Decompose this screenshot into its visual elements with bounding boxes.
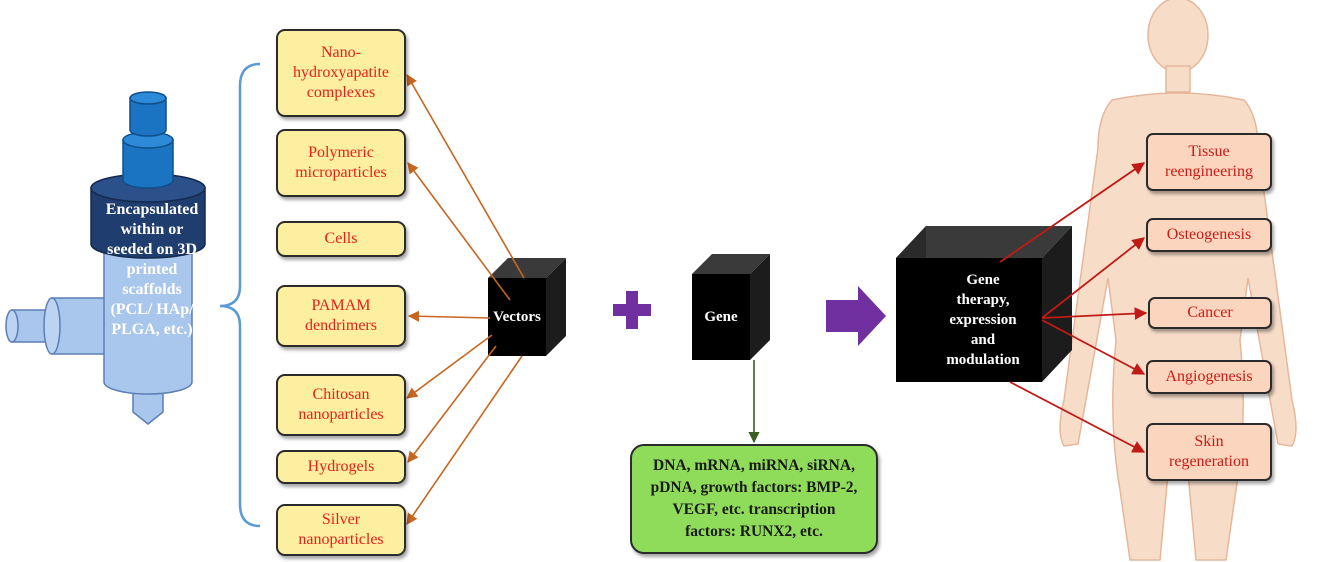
- arrow-to-angiogenesis: [1041, 319, 1146, 375]
- outcome-box-tissue: Tissue reengineering: [1146, 133, 1272, 191]
- outcome-box-label: Skin: [1194, 433, 1224, 450]
- outcome-box-label: regeneration: [1169, 453, 1249, 470]
- vector-box-cells: Cells: [276, 221, 406, 257]
- vector-box-chitosan: Chitosan nanoparticles: [276, 374, 406, 436]
- right-arrow-icon: [826, 286, 886, 346]
- vector-box-label: Silver: [321, 511, 361, 528]
- vector-box-label: nanoparticles: [298, 531, 384, 548]
- vectors-cube-icon: [488, 258, 566, 356]
- outcome-box-label: Cancer: [1187, 304, 1233, 321]
- gene-types-line: factors: RUNX2, etc.: [685, 523, 823, 540]
- plus-icon: [613, 291, 651, 329]
- outcome-box-cancer: Cancer: [1148, 297, 1272, 329]
- grouping-bracket: [219, 62, 261, 528]
- gene-types-line: pDNA, growth factors: BMP-2,: [650, 479, 858, 496]
- vector-arrows: [406, 74, 525, 525]
- arrow-to-cancer: [1041, 307, 1148, 320]
- scaffold-label-line: (PCL/ HAp/: [110, 301, 194, 318]
- scaffold-label-line: PLGA, etc.): [111, 321, 193, 338]
- vector-box-hydrogels: Hydrogels: [276, 450, 406, 484]
- scaffold-label-line: printed: [126, 261, 178, 278]
- scaffold-cylinder-icon: [5, 91, 206, 425]
- outcome-box-label: Osteogenesis: [1166, 226, 1252, 243]
- vector-box-nano-hap: Nano- hydroxyapatite complexes: [276, 29, 406, 117]
- gene-cube-icon: [692, 254, 770, 360]
- vector-box-label: Nano-: [321, 44, 361, 61]
- outcome-box-osteogenesis: Osteogenesis: [1146, 218, 1272, 252]
- vectors-cube-label: Vectors: [493, 309, 541, 325]
- scaffold-label: Encapsulated within or seeded on 3D prin…: [92, 200, 212, 340]
- gene-types-line: VEGF, etc. transcription: [672, 501, 836, 518]
- gene-types-line: DNA, mRNA, miRNA, siRNA,: [653, 457, 855, 474]
- vector-box-label: Chitosan: [312, 386, 370, 403]
- outcome-box-skin: Skin regeneration: [1146, 423, 1272, 481]
- therapy-cube-label-line: expression: [949, 312, 1017, 328]
- scaffold-label-line: within or: [120, 221, 184, 238]
- arrow-to-silver: [406, 355, 523, 525]
- arrow-to-tissue: [999, 162, 1146, 263]
- vector-box-label: hydroxyapatite: [293, 64, 389, 81]
- vector-box-label: Cells: [324, 230, 358, 247]
- arrow-to-skin: [1009, 381, 1146, 453]
- vector-box-label: dendrimers: [305, 317, 377, 334]
- vector-box-pamam: PAMAM dendrimers: [276, 285, 406, 347]
- therapy-cube-label-line: Gene: [966, 272, 1000, 288]
- vector-box-label: microparticles: [295, 164, 387, 181]
- vector-box-label: Hydrogels: [307, 458, 375, 475]
- outcome-box-label: reengineering: [1165, 163, 1253, 180]
- vector-box-label: PAMAM: [311, 297, 371, 314]
- arrow-to-osteogenesis: [1041, 237, 1145, 319]
- therapy-cube-label-line: therapy,: [956, 292, 1010, 308]
- outcome-box-angiogenesis: Angiogenesis: [1146, 360, 1272, 394]
- outcome-box-label: Tissue: [1188, 143, 1230, 160]
- therapy-cube-label-line: and: [970, 332, 996, 348]
- scaffold-label-line: Encapsulated: [105, 201, 199, 218]
- vector-box-label: nanoparticles: [298, 406, 384, 423]
- therapy-cube-icon: [896, 226, 1072, 382]
- outcome-box-label: Angiogenesis: [1165, 368, 1253, 385]
- scaffold-label-line: scaffolds: [122, 281, 182, 298]
- therapy-cube-label-line: modulation: [946, 352, 1020, 368]
- gene-cube-label: Gene: [704, 309, 738, 325]
- arrow-to-pamam: [407, 310, 491, 322]
- vector-box-label: Polymeric: [308, 144, 374, 161]
- vector-box-label: complexes: [306, 84, 376, 101]
- arrow-to-polymeric: [407, 162, 511, 301]
- therapy-cube-label: Gene therapy, expression and modulation: [924, 258, 1042, 382]
- outcome-arrows: [999, 162, 1148, 453]
- arrow-to-nano-hap: [406, 74, 525, 279]
- gene-types-box: DNA, mRNA, miRNA, siRNA, pDNA, growth fa…: [630, 444, 878, 554]
- vector-box-polymeric: Polymeric microparticles: [276, 129, 406, 197]
- arrow-to-chitosan: [406, 334, 493, 399]
- vector-box-silver: Silver nanoparticles: [276, 504, 406, 556]
- arrow-to-hydrogels: [407, 345, 497, 463]
- scaffold-label-line: seeded on 3D: [107, 241, 197, 258]
